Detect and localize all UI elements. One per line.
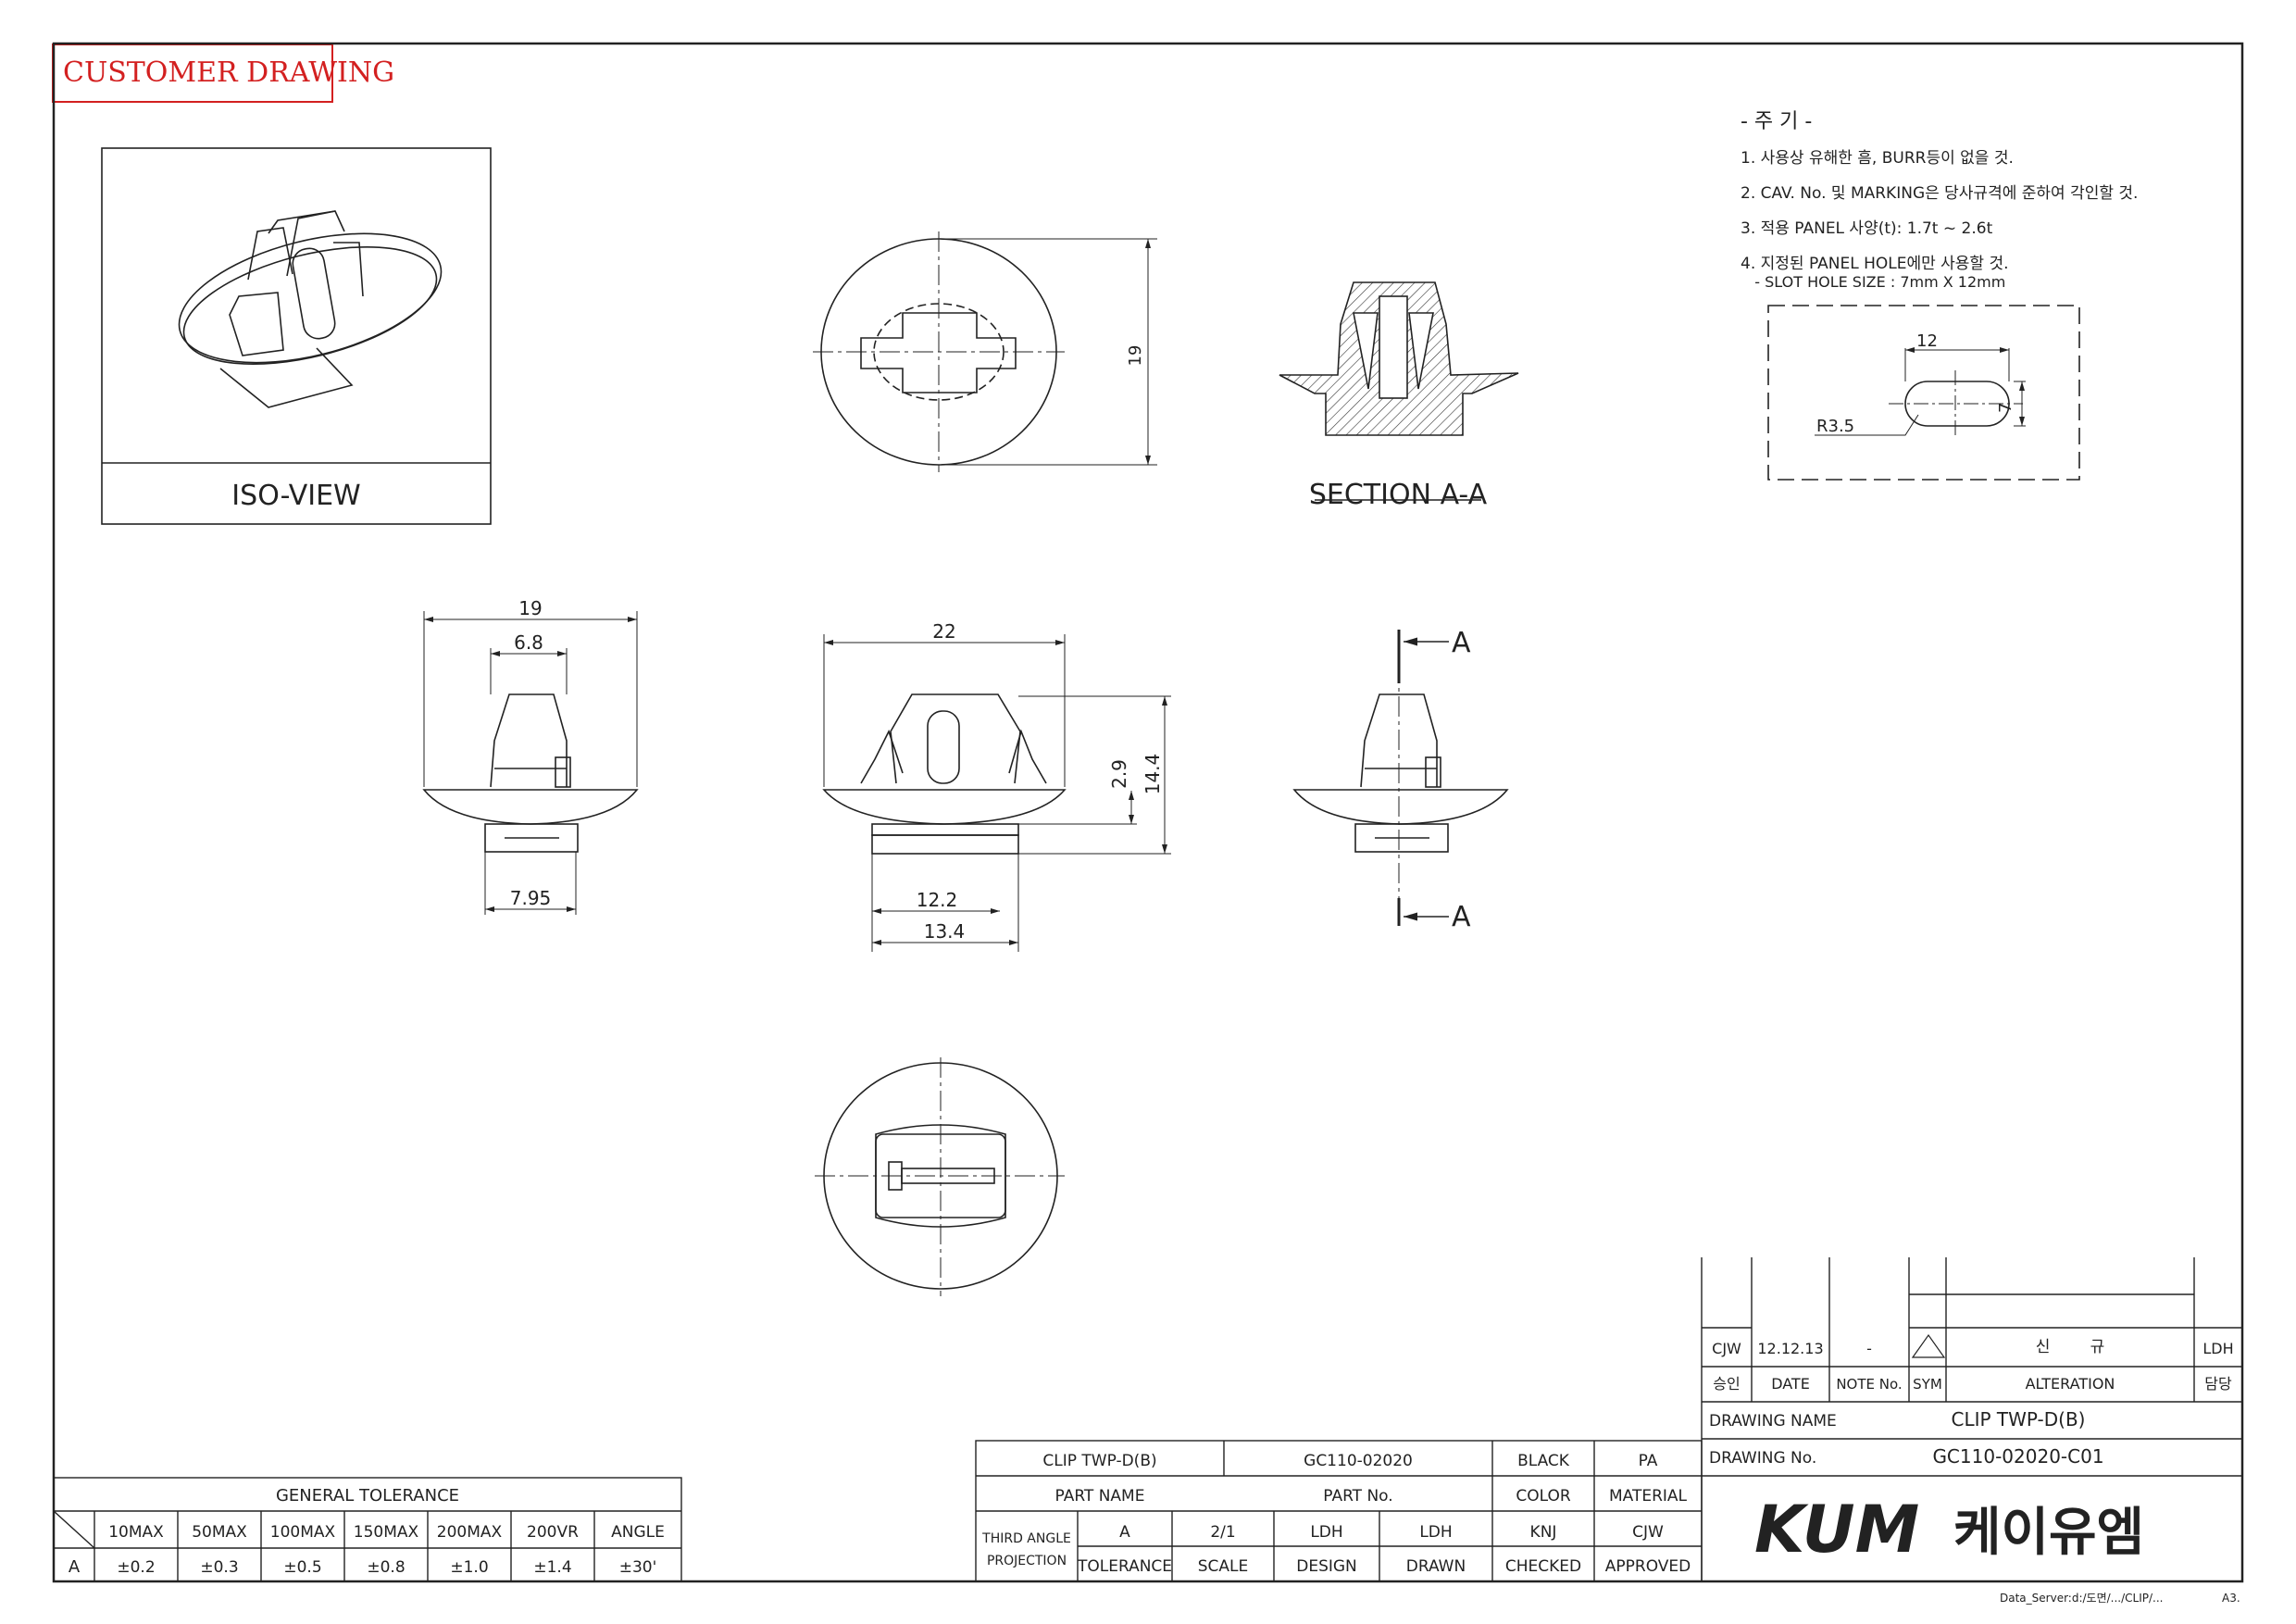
drawing-name-value: CLIP TWP-D(B) — [1952, 1408, 2086, 1430]
dim-front-h2: 14.4 — [1142, 754, 1164, 795]
drawing-name-label: DRAWING NAME — [1709, 1412, 1837, 1430]
rev-alteration: 신 규 — [2036, 1338, 2105, 1356]
company-name: 케이유엠 — [1953, 1503, 2144, 1563]
drawing-no-label: DRAWING No. — [1709, 1449, 1816, 1468]
dim-top-height: 19 — [1126, 345, 1145, 367]
approved-value: CJW — [1632, 1523, 1664, 1542]
slot-radius: R3.5 — [1816, 417, 1854, 436]
part-no-label: PART No. — [1323, 1487, 1392, 1505]
tol-header-7: ANGLE — [611, 1523, 665, 1542]
drawing-no-value: GC110-02020-C01 — [1932, 1445, 2103, 1468]
section-a-a — [1279, 281, 1519, 501]
tolerance-label: TOLERANCE — [1077, 1557, 1172, 1576]
tol-header-3: 100MAX — [270, 1523, 336, 1542]
tol-value-2: ±0.3 — [200, 1558, 238, 1577]
note-4-sub: - SLOT HOLE SIZE : 7mm X 12mm — [1741, 273, 2005, 291]
iso-view — [101, 147, 492, 525]
dim-front-width: 22 — [932, 620, 955, 643]
customer-drawing-stamp: CUSTOMER DRAWING — [52, 44, 394, 103]
tol-value-6: ±1.4 — [533, 1558, 571, 1577]
rev-approver: CJW — [1712, 1340, 1741, 1357]
rev-header-date: DATE — [1771, 1375, 1810, 1393]
tol-header-6: 200VR — [527, 1523, 579, 1542]
drawn-label: DRAWN — [1406, 1557, 1466, 1576]
part-no-value: GC110-02020 — [1304, 1452, 1413, 1470]
rev-header-owner: 담당 — [2204, 1375, 2232, 1393]
part-table-grid — [975, 1440, 1703, 1582]
kum-logo: KUM — [1754, 1492, 1919, 1568]
projection-line2: PROJECTION — [987, 1554, 1067, 1568]
material-value: PA — [1639, 1452, 1658, 1470]
footer-path: Data_Server:d:/도면/.../CLIP/... — [2000, 1592, 2163, 1605]
front-view — [822, 634, 1171, 952]
rev-header-approver: 승인 — [1713, 1375, 1740, 1393]
tol-header-5: 200MAX — [437, 1523, 503, 1542]
tol-row-label: A — [69, 1557, 81, 1577]
iso-view-label: ISO-VIEW — [231, 480, 360, 512]
tolerance-value: A — [1119, 1523, 1130, 1542]
bottom-view — [815, 1057, 1065, 1296]
left-side-view — [422, 611, 639, 915]
rev-owner: LDH — [2202, 1340, 2233, 1357]
note-4: 4. 지정된 PANEL HOLE에만 사용할 것. — [1741, 255, 2009, 273]
dim-front-b1: 12.2 — [917, 889, 958, 911]
footer-size: A3. — [2222, 1592, 2240, 1605]
section-marker-top: A — [1452, 627, 1471, 659]
dim-left-inner: 6.8 — [514, 631, 543, 654]
part-name-value: CLIP TWP-D(B) — [1042, 1452, 1156, 1470]
approved-label: APPROVED — [1605, 1557, 1691, 1576]
tolerance-table-grid — [53, 1477, 682, 1582]
tol-value-4: ±0.8 — [367, 1558, 405, 1577]
tol-value-3: ±0.5 — [283, 1558, 321, 1577]
note-2: 2. CAV. No. 및 MARKING은 당사규격에 준하여 각인할 것. — [1741, 184, 2138, 203]
slot-hole-detail — [1767, 305, 2080, 481]
section-marker-bottom: A — [1452, 901, 1471, 933]
drawn-value: LDH — [1419, 1523, 1452, 1542]
slot-length: 12 — [1916, 331, 1938, 351]
section-label: SECTION A-A — [1309, 479, 1488, 511]
dim-front-b2: 13.4 — [924, 920, 966, 943]
color-value: BLACK — [1517, 1452, 1570, 1470]
tol-value-5: ±1.0 — [450, 1558, 488, 1577]
note-3: 3. 적용 PANEL 사양(t): 1.7t ~ 2.6t — [1741, 219, 1993, 238]
notes-title: - 주 기 - — [1741, 110, 1812, 133]
rev-header-note: NOTE No. — [1836, 1376, 1902, 1393]
top-view — [813, 231, 1157, 472]
rev-date: 12.12.13 — [1757, 1340, 1823, 1357]
slot-width: 7 — [1996, 403, 2015, 413]
rev-header-sym: SYM — [1913, 1376, 1942, 1393]
tol-header-2: 50MAX — [192, 1523, 247, 1542]
revision-grid — [1701, 1257, 2242, 1581]
right-side-view — [1292, 630, 1509, 926]
dim-front-h1: 2.9 — [1108, 759, 1130, 789]
projection-line1: THIRD ANGLE — [981, 1531, 1071, 1546]
dim-left-base: 7.95 — [510, 887, 552, 909]
scale-value: 2/1 — [1210, 1523, 1235, 1542]
tol-header-1: 10MAX — [108, 1523, 164, 1542]
checked-label: CHECKED — [1505, 1557, 1581, 1576]
design-label: DESIGN — [1296, 1557, 1357, 1576]
tolerance-title: GENERAL TOLERANCE — [276, 1486, 459, 1505]
tol-value-1: ±0.2 — [117, 1558, 155, 1577]
rev-header-alteration: ALTERATION — [2026, 1375, 2115, 1393]
tol-value-7: ±30' — [619, 1558, 657, 1577]
dim-left-width: 19 — [518, 597, 542, 619]
material-label: MATERIAL — [1609, 1487, 1688, 1505]
color-label: COLOR — [1516, 1487, 1570, 1505]
note-1: 1. 사용상 유해한 흠, BURR등이 없을 것. — [1741, 149, 2014, 168]
scale-label: SCALE — [1198, 1557, 1249, 1576]
checked-value: KNJ — [1530, 1523, 1557, 1542]
design-value: LDH — [1310, 1523, 1342, 1542]
part-name-label: PART NAME — [1055, 1487, 1145, 1505]
tol-header-4: 150MAX — [354, 1523, 419, 1542]
rev-note: - — [1866, 1340, 1872, 1357]
